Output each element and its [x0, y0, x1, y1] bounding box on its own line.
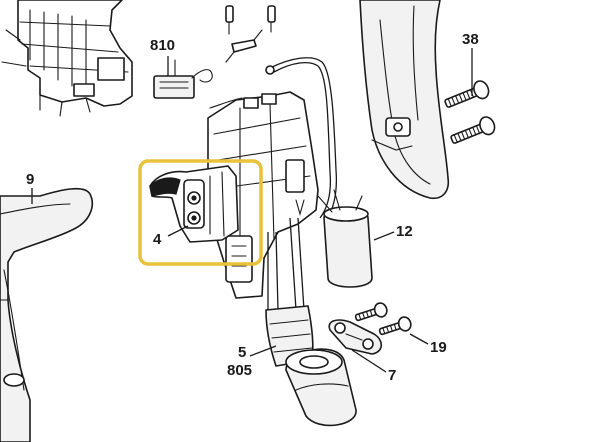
- leader-5: [249, 345, 277, 357]
- connector-pins-part: [225, 5, 276, 63]
- callout-labels: 810 38 9 4 12 5 805 7 19: [26, 31, 479, 384]
- callout-12: 12: [396, 223, 413, 240]
- part-4-trigger: [149, 165, 239, 243]
- leader-4: [167, 225, 189, 237]
- part-805-cord-sleeve: [285, 348, 357, 427]
- part-9-housing-half: [0, 187, 94, 442]
- callout-7: 7: [388, 367, 396, 384]
- part-19-screws: [354, 302, 412, 336]
- leader-12: [373, 231, 395, 241]
- part-7-cord-clamp: [328, 319, 383, 355]
- callout-4: 4: [153, 231, 162, 248]
- leader-7: [351, 349, 387, 373]
- callout-810: 810: [150, 37, 175, 54]
- callout-5: 5: [238, 344, 246, 361]
- highlight-box-part-4: [138, 159, 263, 266]
- switch-cable: [209, 57, 338, 221]
- callout-805: 805: [227, 362, 252, 379]
- part-810-brush: [153, 59, 213, 99]
- leader-19: [409, 333, 429, 345]
- callout-9: 9: [26, 171, 34, 188]
- handle-clip-part: [359, 0, 450, 200]
- callout-19: 19: [430, 339, 447, 356]
- part-12-capacitor: [317, 189, 373, 288]
- part-38-screws: [444, 80, 496, 144]
- callout-38: 38: [462, 31, 479, 48]
- housing-frame-part: [1, 0, 133, 117]
- leader-lines: [31, 48, 473, 373]
- switch-body-part: [207, 91, 319, 299]
